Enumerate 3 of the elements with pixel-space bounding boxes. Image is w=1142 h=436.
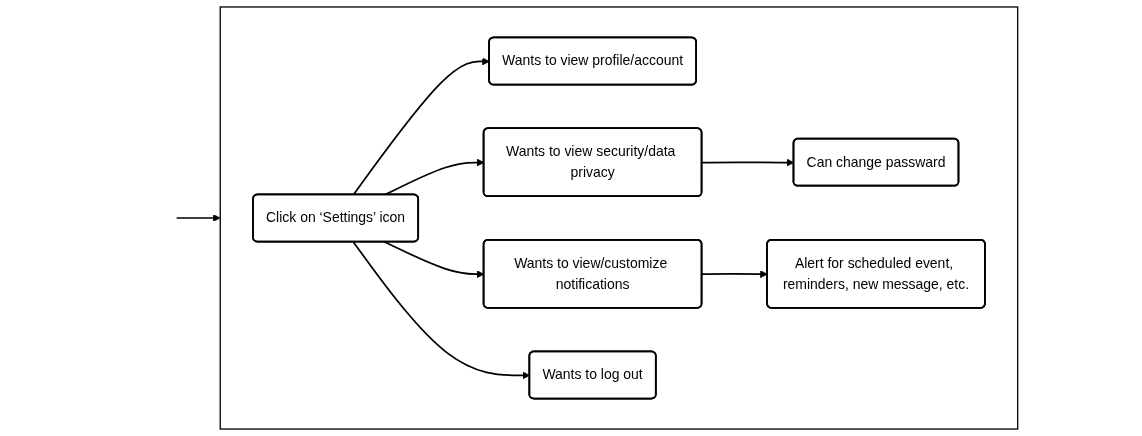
cluster bbox=[219, 6, 1019, 430]
arrow bbox=[352, 57, 490, 196]
arrow bbox=[175, 214, 221, 222]
